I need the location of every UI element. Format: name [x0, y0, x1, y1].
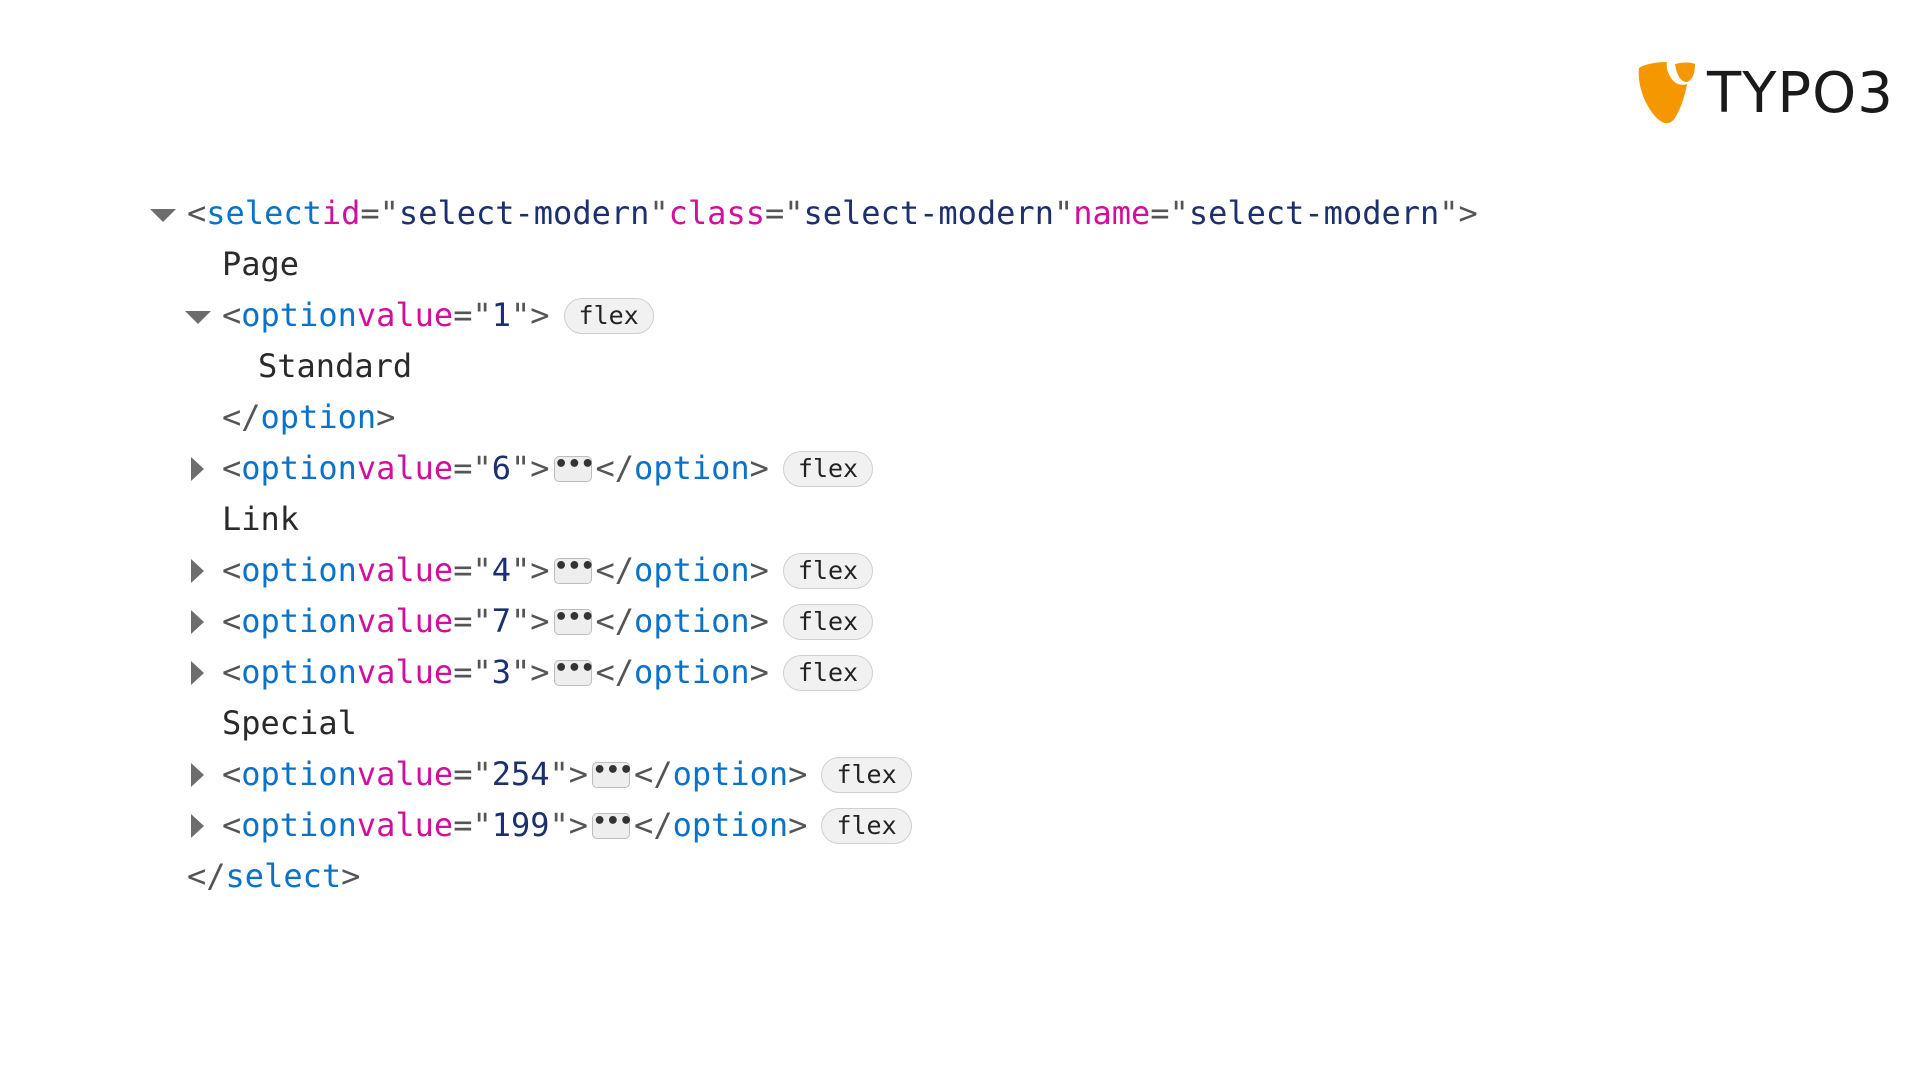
attr-name: value [356, 806, 454, 844]
tag-name: option [241, 296, 357, 334]
option-node[interactable]: <option value="4">•••</option> flex [148, 545, 1478, 596]
tag-name: option [634, 653, 750, 691]
option-node[interactable]: <option value="254">•••</option> flex [148, 749, 1478, 800]
select-open-node[interactable]: <select id="select-modern" class="select… [148, 188, 1478, 239]
tag-name: option [260, 398, 377, 436]
attr-value: 1 [491, 296, 511, 334]
group-label: Link [222, 500, 300, 538]
tag-name: option [241, 551, 357, 589]
ellipsis-icon[interactable]: ••• [553, 606, 594, 635]
attr-name: name [1073, 194, 1151, 232]
text-node[interactable]: Standard [148, 341, 1478, 392]
tag-name: option [672, 806, 789, 844]
text-node[interactable]: Page [148, 239, 1478, 290]
ellipsis-icon[interactable]: ••• [592, 810, 633, 839]
tag-name: option [241, 653, 357, 691]
tag-name: select [206, 194, 322, 232]
group-label: Page [222, 245, 300, 283]
attr-value: 199 [491, 806, 550, 844]
group-label: Special [222, 704, 357, 742]
triangle-right-icon[interactable] [191, 610, 204, 634]
ellipsis-icon[interactable]: ••• [592, 759, 633, 788]
triangle-right-icon[interactable] [191, 661, 204, 685]
flex-badge[interactable]: flex [782, 603, 874, 640]
text-node[interactable]: Special [148, 698, 1478, 749]
tag-name: select [225, 857, 342, 895]
option-node[interactable]: <option value="199">•••</option> flex [148, 800, 1478, 851]
flex-badge[interactable]: flex [782, 450, 874, 487]
attr-value: 4 [491, 551, 511, 589]
option-node[interactable]: <option value="6">•••</option> flex [148, 443, 1478, 494]
flex-badge[interactable]: flex [821, 807, 912, 844]
tag-name: option [241, 806, 357, 844]
tag-name: option [241, 449, 357, 487]
attr-name: id [321, 194, 361, 232]
attr-name: value [356, 602, 454, 640]
attr-name: value [356, 296, 454, 334]
tag-name: option [634, 449, 750, 487]
tag-name: option [241, 755, 357, 793]
triangle-down-icon[interactable] [150, 209, 176, 222]
attr-value: select-modern [398, 194, 650, 232]
typo3-logo-icon [1638, 62, 1695, 124]
tag-name: option [634, 551, 750, 589]
attr-value: 6 [491, 449, 511, 487]
flex-badge[interactable]: flex [782, 552, 874, 589]
option-text: Standard [258, 347, 413, 385]
attr-value: select-modern [803, 194, 1054, 232]
typo3-logo-text: TYPO3 [1707, 61, 1894, 126]
option-node[interactable]: <option value="3">•••</option> flex [148, 647, 1478, 698]
typo3-logo: TYPO3 [1635, 62, 1894, 126]
triangle-right-icon[interactable] [191, 559, 204, 583]
tag-name: option [241, 602, 357, 640]
attr-value: select-modern [1188, 194, 1440, 232]
ellipsis-icon[interactable]: ••• [553, 657, 594, 686]
option-close-node[interactable]: </option> [148, 392, 1478, 443]
select-close-node[interactable]: </select> [148, 851, 1478, 902]
triangle-right-icon[interactable] [191, 814, 204, 838]
dom-tree: <select id="select-modern" class="select… [148, 188, 1478, 902]
tag-name: option [634, 602, 750, 640]
attr-value: 254 [491, 755, 550, 793]
text-node[interactable]: Link [148, 494, 1478, 545]
option-node[interactable]: <option value="7">•••</option> flex [148, 596, 1478, 647]
tag-name: option [672, 755, 789, 793]
attr-name: value [356, 653, 454, 691]
flex-badge[interactable]: flex [782, 654, 874, 691]
flex-badge[interactable]: flex [821, 756, 912, 793]
attr-value: 3 [491, 653, 511, 691]
triangle-down-icon[interactable] [185, 311, 211, 324]
flex-badge[interactable]: flex [563, 297, 654, 334]
triangle-right-icon[interactable] [191, 763, 204, 787]
option-open-node[interactable]: <option value="1"> flex [148, 290, 1478, 341]
attr-name: value [356, 449, 454, 487]
attr-name: value [356, 551, 454, 589]
ellipsis-icon[interactable]: ••• [553, 555, 594, 584]
ellipsis-icon[interactable]: ••• [553, 453, 594, 482]
attr-name: value [356, 755, 454, 793]
attr-name: class [668, 194, 765, 232]
attr-value: 7 [491, 602, 511, 640]
triangle-right-icon[interactable] [191, 457, 204, 481]
